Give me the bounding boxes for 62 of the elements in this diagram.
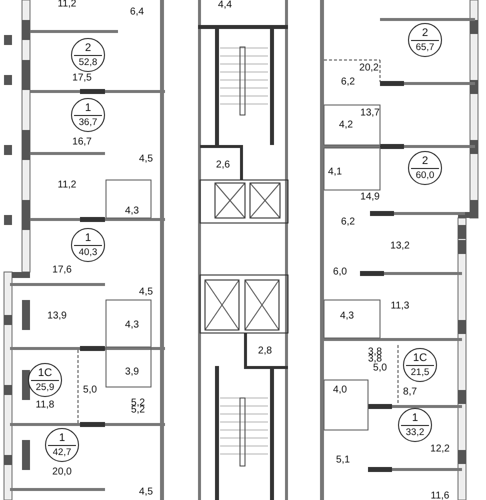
apartment-type: 1С <box>412 352 428 364</box>
apartment-area: 33,2 <box>399 427 431 439</box>
room-area: 4,5 <box>139 486 153 498</box>
room-area: 4,2 <box>339 120 353 130</box>
room-area: 4,5 <box>139 154 153 164</box>
room-area: 5,0 <box>373 362 387 374</box>
apartment-type: 1С <box>36 367 54 379</box>
room-area: 13,7 <box>360 108 380 118</box>
room-area: 11,8 <box>36 400 54 410</box>
room-area: 17,6 <box>52 264 72 276</box>
room-area: 16,7 <box>72 136 92 148</box>
apartment-type: 2 <box>84 42 92 54</box>
room-area: 12,2 <box>430 444 450 454</box>
room-area: 14,9 <box>360 192 380 202</box>
room-area: 8,7 <box>403 386 417 398</box>
apartment-badge <box>28 363 62 397</box>
apartment-area: 21,5 <box>404 367 436 379</box>
apartment-badge <box>408 23 442 57</box>
room-area: 4,5 <box>139 286 153 298</box>
apartment-area: 65,7 <box>409 42 441 54</box>
apartment-badge <box>71 98 105 132</box>
room-area: 20,2 <box>359 62 379 74</box>
room-area: 4,3 <box>340 310 354 322</box>
apartment-badge <box>403 348 437 382</box>
apartment-type: 2 <box>420 27 430 39</box>
apartment-type: 2 <box>420 155 430 167</box>
room-area: 4,0 <box>333 384 347 396</box>
room-area: 13,2 <box>390 240 410 252</box>
room-area: 5,0 <box>83 384 97 396</box>
apartment-type: 1 <box>410 412 420 424</box>
room-area: 11,3 <box>390 300 410 312</box>
room-area: 4,3 <box>125 206 139 216</box>
apartment-area: 36,7 <box>72 117 104 129</box>
room-area: 6,2 <box>341 216 355 228</box>
room-area: 2,6 <box>216 160 230 170</box>
room-area: 11,6 <box>430 490 450 500</box>
apartment-area: 52,8 <box>72 57 104 69</box>
apartment-area: 40,3 <box>72 247 104 259</box>
apartment-badge <box>398 408 432 442</box>
room-area: 4,3 <box>125 320 139 330</box>
room-area: 2,8 <box>258 346 272 356</box>
room-area: 4,4 <box>218 0 232 10</box>
room-area: 6,4 <box>130 6 144 18</box>
room-area: 13,9 <box>47 310 67 322</box>
apartment-badge <box>45 428 79 462</box>
apartment-type: 1 <box>84 102 92 114</box>
apartment-badge <box>408 151 442 185</box>
apartment-area: 42,7 <box>46 447 78 459</box>
room-area: 5,1 <box>336 454 350 466</box>
room-area: 17,5 <box>72 72 92 84</box>
room-area: 6,0 <box>333 266 347 278</box>
room-area: 4,1 <box>328 166 342 178</box>
room-area: 11,2 <box>58 180 76 190</box>
apartment-type: 1 <box>84 232 92 244</box>
room-area: 20,0 <box>52 466 72 478</box>
apartment-area: 60,0 <box>409 170 441 182</box>
room-area: 6,2 <box>341 76 355 88</box>
apartment-badge <box>71 38 105 72</box>
room-area: 3,9 <box>125 366 139 378</box>
apartment-badge <box>71 228 105 262</box>
apartment-type: 1 <box>58 432 66 444</box>
apartment-area: 25,9 <box>29 382 61 394</box>
